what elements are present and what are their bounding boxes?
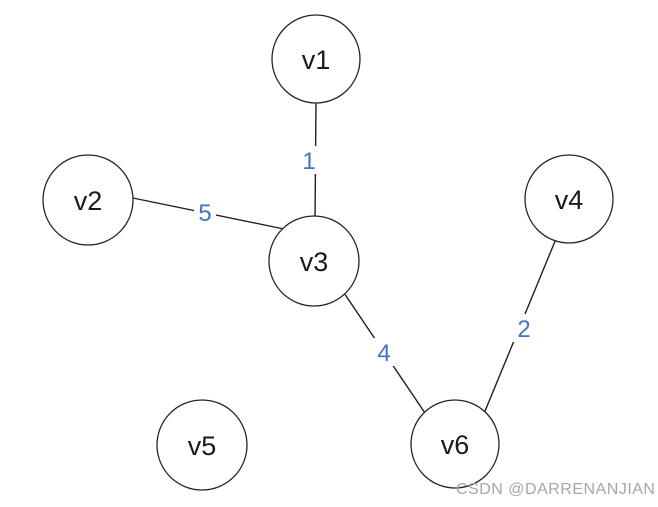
node-v2-label: v2 xyxy=(74,186,103,216)
edge-weight-v2-v3: 5 xyxy=(194,198,216,227)
node-v4-label: v4 xyxy=(555,185,584,215)
node-v5-circle xyxy=(156,399,248,491)
edge-weight-v3-v6-label: 4 xyxy=(377,340,390,367)
edge-weight-v4-v6: 2 xyxy=(513,314,535,343)
edge-weight-v4-v6-bg xyxy=(513,314,535,342)
node-v5: v5 xyxy=(156,399,248,491)
node-v2-circle xyxy=(42,154,134,246)
node-v3-label: v3 xyxy=(300,247,329,277)
edge-weight-v4-v6-label: 2 xyxy=(517,316,530,343)
node-v1-circle xyxy=(271,14,361,104)
node-v1: v1 xyxy=(271,14,361,104)
node-v2: v2 xyxy=(42,154,134,246)
edge-weight-v3-v6: 4 xyxy=(373,338,395,367)
node-v4: v4 xyxy=(524,154,614,244)
node-v6: v6 xyxy=(410,399,500,489)
node-v6-label: v6 xyxy=(441,430,470,460)
node-v1-label: v1 xyxy=(302,45,331,75)
node-v6-circle xyxy=(410,399,500,489)
node-v4-circle xyxy=(524,154,614,244)
edge-weight-v3-v6-bg xyxy=(373,338,395,366)
watermark: CSDN @DARRENANJIAN xyxy=(456,481,656,498)
edge-weight-v1-v3-bg xyxy=(298,146,320,174)
edge-weight-v1-v3: 1 xyxy=(298,146,320,175)
edge-weight-v1-v3-label: 1 xyxy=(302,148,315,175)
edge-weight-v2-v3-label: 5 xyxy=(198,200,211,227)
node-v3-circle xyxy=(268,215,360,307)
node-v3: v3 xyxy=(268,215,360,307)
edge-weight-v2-v3-bg xyxy=(194,198,216,226)
node-v5-label: v5 xyxy=(188,431,217,461)
